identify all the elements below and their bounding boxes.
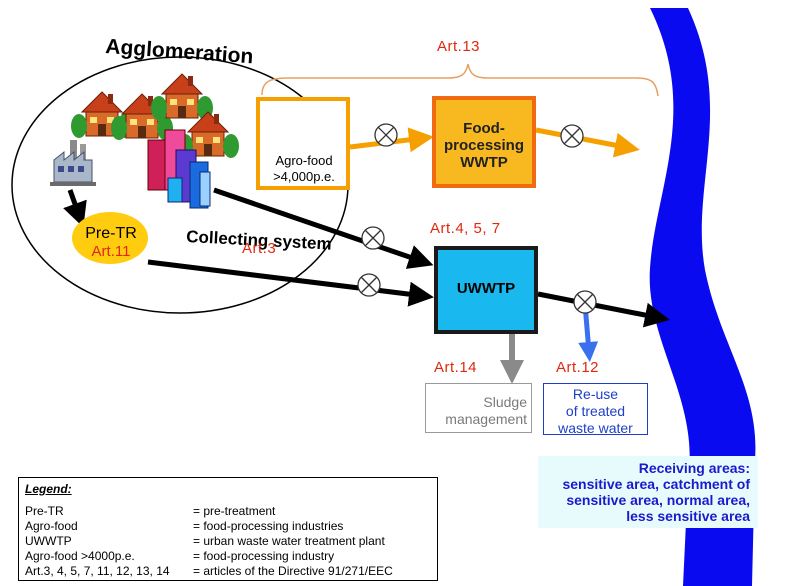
agro-food-label: Agro-food >4,000p.e. (273, 153, 335, 184)
river (649, 8, 756, 586)
arrow-factory-to-pretr (63, 189, 87, 228)
valve-icon (357, 273, 381, 297)
valve-icon (560, 124, 584, 148)
valve-icon (573, 290, 597, 314)
art13-bracket (261, 63, 659, 97)
arrow-uwwtp-to-river (537, 291, 670, 328)
food-processing-wwtp-box: Food- processing WWTP (432, 96, 536, 188)
reuse-treated-water-box: Re-use of treated waste water (543, 383, 648, 436)
art3-label: Art.3 (242, 240, 277, 257)
art14-label: Art.14 (434, 359, 478, 376)
legend-row: UWWTP = urban waste water treatment plan… (25, 534, 385, 548)
uwwtp-box: UWWTP (434, 246, 538, 334)
legend-title: Legend: (25, 482, 72, 496)
legend-row: Agro-food = food-processing industries (25, 519, 344, 533)
art11-label: Art.11 (91, 243, 131, 260)
legend: Legend: Pre-TR = pre-treatment Agro-food… (18, 477, 438, 581)
receiving-areas-label: Receiving areas: sensitive area, catchme… (538, 456, 758, 528)
valve-icon (361, 226, 385, 250)
arrow-city-to-uwwtp (213, 187, 434, 269)
art13-label: Art.13 (437, 38, 481, 55)
pretr-ellipse (72, 212, 148, 264)
sludge-management-box: Sludge management (425, 383, 532, 433)
art12-label: Art.12 (556, 359, 600, 376)
house-icon (150, 73, 214, 121)
pretr-label: Pre-TR Art.11 (76, 225, 146, 260)
arrow-pretr-to-uwwtp (147, 259, 434, 307)
factory-icon (49, 139, 97, 187)
legend-row: Pre-TR = pre-treatment (25, 504, 276, 518)
legend-row: Art.3, 4, 5, 7, 11, 12, 13, 14 = article… (25, 564, 393, 578)
valve-icon (374, 123, 398, 147)
legend-row: Agro-food >4000p.e. = food-processing in… (25, 549, 335, 563)
city-buildings-icon (147, 129, 211, 209)
art4-5-7-label: Art.4, 5, 7 (430, 220, 501, 237)
agro-food-box: Agro-food >4,000p.e. (256, 97, 350, 190)
